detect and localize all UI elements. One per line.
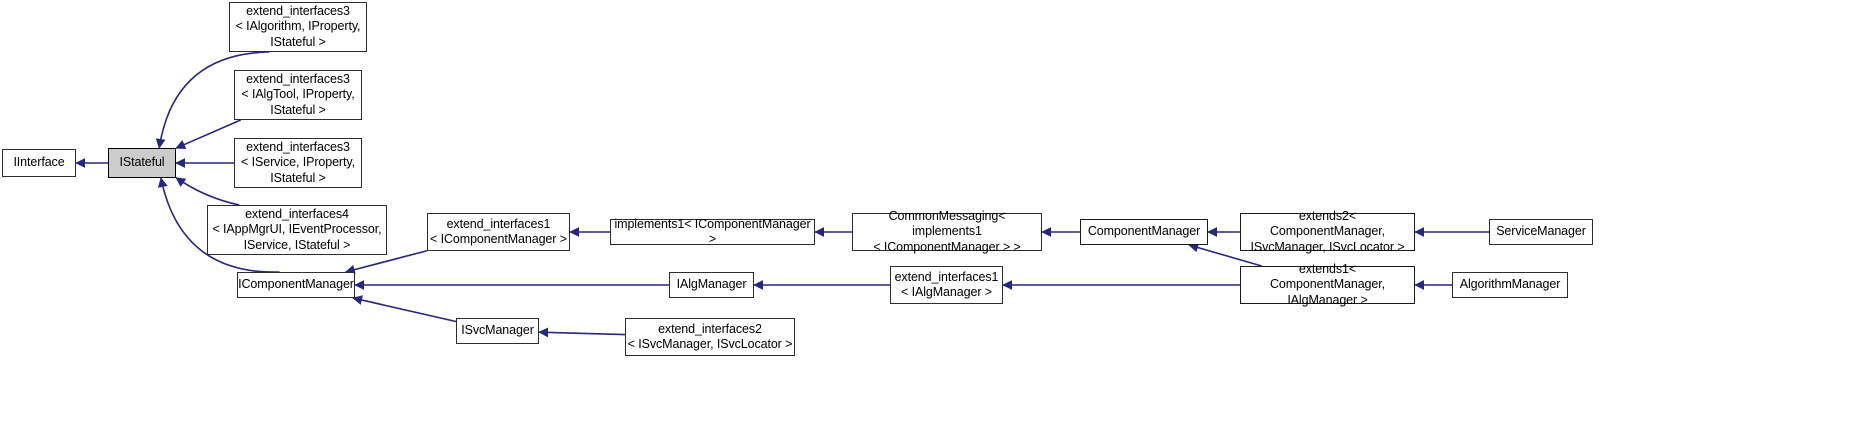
class-node-ei4-iappmgrui[interactable]: extend_interfaces4 < IAppMgrUI, IEventPr…: [207, 205, 387, 255]
class-node-isvcmanager[interactable]: ISvcManager: [456, 318, 539, 344]
class-node-algorithmmanager[interactable]: AlgorithmManager: [1452, 272, 1568, 298]
class-node-ialgmanager[interactable]: IAlgManager: [669, 272, 754, 298]
class-node-ei3-ialgorithm[interactable]: extend_interfaces3 < IAlgorithm, IProper…: [229, 2, 367, 52]
class-node-extends2-cm[interactable]: extends2< ComponentManager, ISvcManager,…: [1240, 209, 1415, 254]
class-node-componentmanager[interactable]: ComponentManager: [1080, 219, 1208, 245]
edge-isvcmanager-to-icomponentmanager: [352, 295, 457, 323]
edge-ei2-isvc-to-isvcmanager: [538, 327, 626, 338]
class-node-ei2-isvc[interactable]: extend_interfaces2 < ISvcManager, ISvcLo…: [625, 318, 795, 356]
class-node-impl1-icm[interactable]: implements1< IComponentManager >: [610, 217, 815, 246]
class-node-ei3-iservice[interactable]: extend_interfaces3 < IService, IProperty…: [234, 138, 362, 188]
class-node-ei1-icm[interactable]: extend_interfaces1 < IComponentManager >: [427, 213, 570, 251]
class-node-ei1-ialg[interactable]: extend_interfaces1 < IAlgManager >: [890, 266, 1003, 304]
class-node-icomponentmanager[interactable]: IComponentManager: [237, 272, 355, 298]
class-node-servicemanager[interactable]: ServiceManager: [1489, 219, 1593, 245]
edge-ei3-ialgtool-to-istateful: [175, 119, 241, 150]
edge-ei4-iappmgrui-to-istateful: [175, 177, 240, 206]
class-node-ei3-ialgtool[interactable]: extend_interfaces3 < IAlgTool, IProperty…: [234, 70, 362, 120]
class-node-commonmessaging[interactable]: CommonMessaging< implements1 < IComponen…: [852, 209, 1042, 254]
class-node-extends1-cm[interactable]: extends1< ComponentManager, IAlgManager …: [1240, 262, 1415, 307]
class-node-iinterface[interactable]: IInterface: [2, 149, 76, 177]
class-node-istateful[interactable]: IStateful: [108, 148, 176, 178]
